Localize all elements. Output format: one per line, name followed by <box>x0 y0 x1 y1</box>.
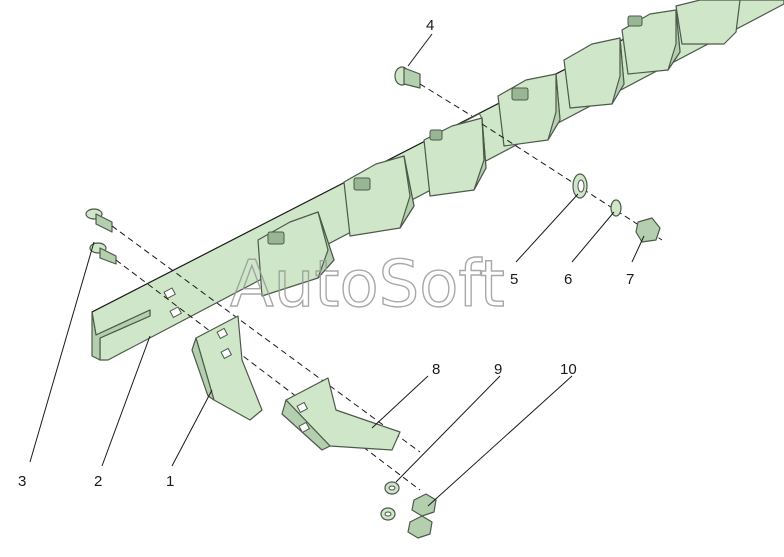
callout-6: 6 <box>564 271 572 288</box>
callout-10: 10 <box>560 361 577 378</box>
fastener-stack-bottom <box>380 481 437 539</box>
callout-3: 3 <box>18 473 26 490</box>
bar-hole <box>163 287 176 300</box>
bolt-head <box>353 177 371 191</box>
callout-9: 9 <box>494 361 502 378</box>
bolt-4 <box>394 66 473 117</box>
tooth-plate-8 <box>281 377 401 451</box>
nut-7 <box>635 217 661 243</box>
callout-labels: 1 2 3 4 5 6 7 8 9 10 <box>18 17 634 490</box>
callout-5: 5 <box>510 271 518 288</box>
nut-10 <box>411 493 437 517</box>
bolt-head <box>267 231 285 245</box>
callout-7: 7 <box>626 271 634 288</box>
bolt-head <box>429 129 443 141</box>
fastener-stack-right <box>481 123 663 243</box>
callout-8: 8 <box>432 361 440 378</box>
bar-hole <box>169 306 182 319</box>
callout-2: 2 <box>94 473 102 490</box>
bolt-head <box>627 15 643 27</box>
tooth-bolts <box>267 15 643 245</box>
nut-10 <box>407 515 433 539</box>
tooth-plate-1 <box>191 315 263 421</box>
bolts-3 <box>85 208 421 491</box>
watermark: AutoSoft <box>230 248 505 322</box>
callout-4: 4 <box>426 17 434 34</box>
leader-lines <box>29 33 645 507</box>
callout-1: 1 <box>166 473 174 490</box>
bolt-head <box>511 87 529 101</box>
